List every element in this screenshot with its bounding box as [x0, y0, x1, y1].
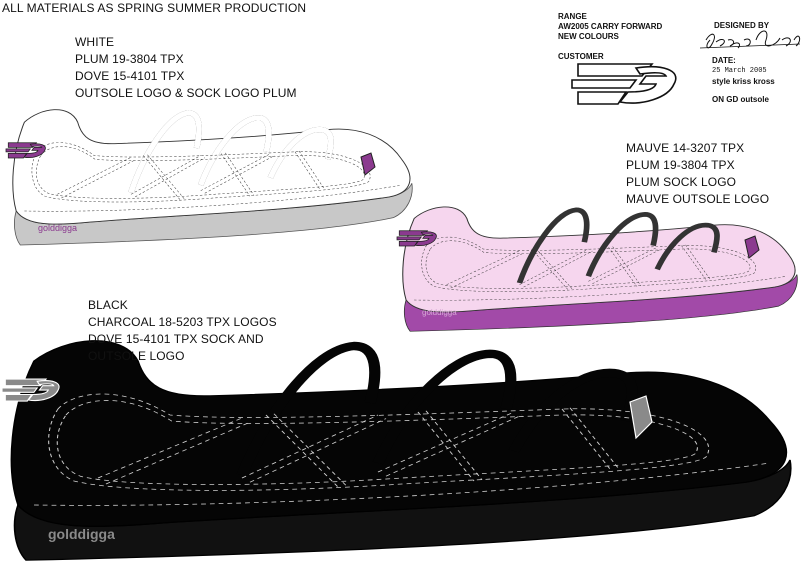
white-colorway-notes: WHITE PLUM 19-3804 TPX DOVE 15-4101 TPX …	[75, 34, 297, 102]
date-block: DATE: 25 March 2005 style kriss kross ON…	[712, 56, 775, 105]
mauve-sock-logo	[744, 235, 760, 259]
black-outsole-brand: golddigga	[48, 526, 115, 542]
white-sock-logo	[360, 152, 376, 176]
colorway-line: MAUVE 14-3207 TPX	[626, 141, 745, 155]
colorway-line: DOVE 15-4101 TPX SOCK AND	[88, 332, 264, 346]
colorway-line: PLUM 19-3804 TPX	[626, 158, 735, 172]
designer-signature	[705, 30, 801, 49]
mauve-outsole-brand: golddigga	[422, 308, 457, 317]
colorway-line: OUTSOLE LOGO	[88, 349, 185, 363]
black-heel-logo	[1, 378, 60, 402]
colorway-line: OUTSOLE LOGO & SOCK LOGO PLUM	[75, 86, 297, 100]
date-label: DATE:	[712, 56, 736, 65]
mauve-shoe-sketch	[402, 206, 798, 332]
production-note: ALL MATERIALS AS SPRING SUMMER PRODUCTIO…	[2, 1, 307, 15]
mauve-heel-logo	[396, 230, 437, 247]
style-name: style kriss kross	[712, 77, 775, 86]
black-sock-logo	[629, 395, 653, 440]
designed-by-label: DESIGNED BY	[714, 21, 770, 30]
colorway-line: DOVE 15-4101 TPX	[75, 69, 185, 83]
outsole-note: ON GD outsole	[712, 95, 769, 104]
customer-gd-logo	[571, 63, 677, 105]
colorway-line: PLUM 19-3804 TPX	[75, 52, 184, 66]
range-block: RANGE AW2005 CARRY FORWARD NEW COLOURS C…	[558, 12, 662, 62]
customer-label: CUSTOMER	[558, 52, 604, 61]
colorway-line: PLUM SOCK LOGO	[626, 175, 737, 189]
range-label: RANGE	[558, 12, 587, 21]
colorway-line: WHITE	[75, 35, 115, 49]
mauve-colorway-notes: MAUVE 14-3207 TPX PLUM 19-3804 TPX PLUM …	[626, 140, 769, 208]
range-line1: AW2005 CARRY FORWARD	[558, 22, 663, 31]
white-outsole-brand: golddigga	[38, 223, 78, 233]
white-heel-logo	[5, 142, 46, 159]
date-value: 25 March 2005	[712, 67, 767, 75]
colorway-line: MAUVE OUTSOLE LOGO	[626, 192, 770, 206]
range-line2: NEW COLOURS	[558, 32, 619, 41]
black-colorway-notes: BLACK CHARCOAL 18-5203 TPX LOGOS DOVE 15…	[88, 297, 277, 365]
colorway-line: CHARCOAL 18-5203 TPX LOGOS	[88, 315, 277, 329]
black-shoe-sketch	[10, 339, 792, 561]
colorway-line: BLACK	[88, 298, 128, 312]
signature-underline	[699, 43, 801, 49]
